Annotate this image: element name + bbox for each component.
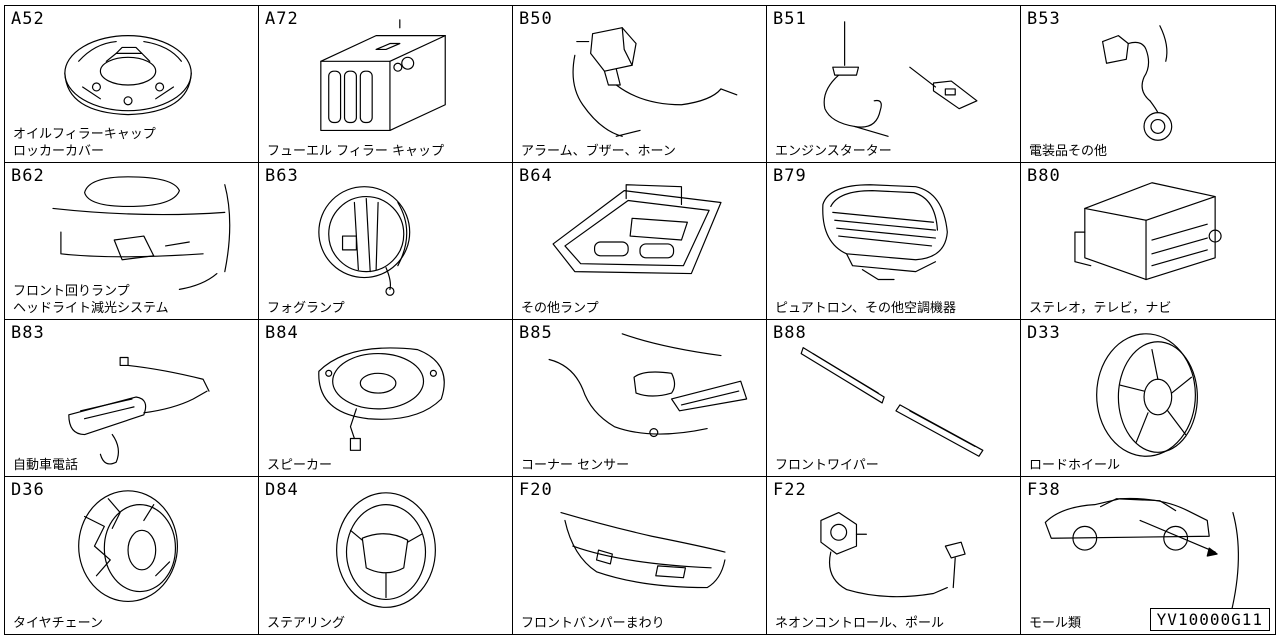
wiper-blade-icon [800,347,984,457]
part-label: フューエル フィラー キャップ [267,144,445,159]
alarm-horn-icon [572,27,738,137]
corner-sensor-icon [548,333,748,438]
catalog-cell-b53[interactable]: B53 電装品その他 [1020,5,1276,163]
catalog-cell-a72[interactable]: A72 フューエル フィラー キャップ [258,5,513,163]
neon-control-icon [820,511,966,598]
catalog-cell-b64[interactable]: B64 その他ランプ [512,162,767,320]
catalog-cell-f22[interactable]: F22 ネオンコントロール、ポール [766,476,1021,635]
part-label: タイヤチェーン [13,616,103,631]
part-label: 電装品その他 [1029,144,1108,159]
car-phone-icon [68,356,210,465]
catalog-cell-f38[interactable]: F38 モール類 [1020,476,1276,635]
fuel-filler-cap-icon [320,19,446,131]
part-label: ロードホイール [1029,458,1121,473]
part-label: その他ランプ [521,301,599,316]
part-code: B50 [519,9,553,29]
tire-chain-icon [78,490,179,603]
road-wheel-icon [1096,333,1198,457]
catalog-cell-f20[interactable]: F20 フロントバンパーまわり [512,476,767,635]
part-label: フォグランプ [267,301,345,316]
part-code: F20 [519,480,553,500]
catalog-cell-b84[interactable]: B84 スピーカー [258,319,513,477]
part-code: B88 [773,323,807,343]
part-code: F22 [773,480,807,500]
part-code: B84 [265,323,299,343]
part-label: オイルフィラーキャップ ロッカーカバー [13,127,156,159]
part-label: アラーム、ブザー、ホーン [521,144,676,159]
engine-starter-icon [823,21,978,137]
part-label: ステアリング [267,616,346,631]
room-lamp-icon [552,184,722,275]
front-bumper-icon [560,511,726,589]
part-code: B79 [773,166,807,186]
part-code: B85 [519,323,553,343]
part-code: B53 [1027,9,1061,29]
part-code: B80 [1027,166,1061,186]
catalog-cell-b83[interactable]: B83 自動車電話 [4,319,259,477]
catalog-cell-d36[interactable]: D36 タイヤチェーン [4,476,259,635]
part-code: F38 [1027,480,1061,500]
part-label: コーナー センサー [521,458,630,473]
air-purifier-icon [822,184,948,281]
molding-icon [1044,497,1239,614]
part-code: B63 [265,166,299,186]
catalog-cell-b80[interactable]: B80 ステレオ，テレビ，ナビ [1020,162,1276,320]
catalog-cell-b51[interactable]: B51 エンジンスターター [766,5,1021,163]
front-lamp-icon [52,176,231,290]
oil-filler-cap-icon [64,35,192,116]
catalog-cell-d33[interactable]: D33 ロードホイール [1020,319,1276,477]
fog-lamp-icon [318,186,411,296]
part-code: B62 [11,166,45,186]
part-label: フロントバンパーまわり [521,616,665,631]
part-code: A72 [265,9,299,29]
car-stereo-icon [1074,182,1222,281]
catalog-cell-b79[interactable]: B79 ピュアトロン、その他空調機器 [766,162,1021,320]
catalog-cell-b88[interactable]: B88 フロントワイパー [766,319,1021,477]
catalog-cell-b63[interactable]: B63 フォグランプ [258,162,513,320]
part-code: D84 [265,480,299,500]
catalog-cell-d84[interactable]: D84 ステアリング [258,476,513,635]
catalog-cell-b50[interactable]: B50 アラーム、ブザー、ホーン [512,5,767,163]
part-label: ピュアトロン、その他空調機器 [775,301,956,316]
speaker-icon [318,347,445,451]
document-code: YV10000G11 [1149,608,1270,631]
catalog-cell-a52[interactable]: A52 オイルフィラーキャップ ロッカーカバー [4,5,259,163]
part-code: B51 [773,9,807,29]
part-code: B83 [11,323,45,343]
catalog-cell-b62[interactable]: B62 フロント回りランプ ヘッドライト減光システム [4,162,259,320]
part-label: フロントワイパー [775,458,879,473]
parts-catalog-grid: A52 オイルフィラーキャップ ロッカーカバー A72 フューエル フィラー キ… [4,5,1276,635]
part-label: ネオンコントロール、ポール [775,616,945,631]
electrical-misc-icon [1101,25,1173,141]
part-label: エンジンスターター [775,144,892,159]
catalog-cell-b85[interactable]: B85 コーナー センサー [512,319,767,477]
part-label: フロント回りランプ ヘッドライト減光システム [13,284,169,316]
part-code: A52 [11,9,45,29]
part-label: モール類 [1029,616,1082,631]
part-code: D36 [11,480,45,500]
steering-wheel-icon [336,492,436,608]
part-code: B64 [519,166,553,186]
part-label: 自動車電話 [13,458,79,473]
part-label: スピーカー [267,458,333,473]
part-code: D33 [1027,323,1061,343]
part-label: ステレオ，テレビ，ナビ [1029,301,1172,316]
